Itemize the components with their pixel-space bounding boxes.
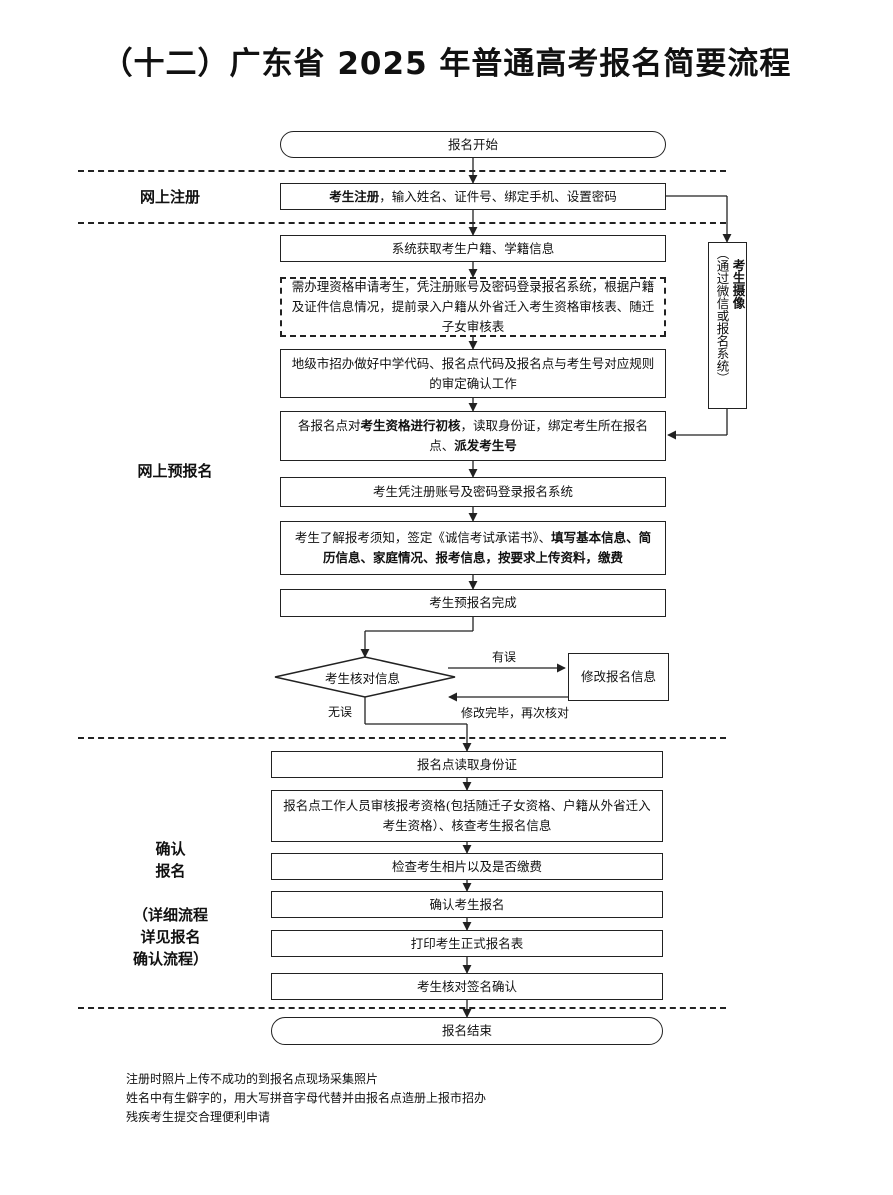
register-rest-text: ，输入姓名、证件号、绑定手机、设置密码 [379,188,617,204]
divider [78,170,726,172]
modify-info-step: 修改报名信息 [568,653,669,701]
init-check-bold: 派发考生号 [454,438,517,453]
sign-step: 考生核对签名确认 [271,973,663,1000]
init-check-part: 各报名点对 [297,418,361,433]
photo-side-bold: 考生摄像 [730,259,746,309]
confirm-step: 确认考生报名 [271,891,663,918]
footnote: 残疾考生提交合理便利申请 [126,1110,271,1124]
confirm-line: （详细流程 [132,906,208,924]
get-info-text: 系统获取考生户籍、学籍信息 [391,240,555,256]
start-label: 报名开始 [447,136,498,152]
has-error-label: 有误 [492,650,517,664]
register-step-text: 考生注册，输入姓名、证件号、绑定手机、设置密码 [329,187,617,207]
register-bold-text: 考生注册 [329,188,380,204]
start-node: 报名开始 [280,131,666,158]
city-office-step: 地级市招办做好中学代码、报名点代码及报名点与考生号对应规则的审定确认工作 [280,349,666,398]
login-text: 考生凭注册账号及密码登录报名系统 [372,484,573,499]
register-step: 考生注册，输入姓名、证件号、绑定手机、设置密码 [280,183,666,210]
divider [78,1007,726,1009]
print-step: 打印考生正式报名表 [271,930,663,957]
end-label: 报名结束 [441,1023,492,1038]
qualification-step: 需办理资格申请考生，凭注册账号及密码登录报名系统，根据户籍及证件信息情况，提前录… [280,277,666,337]
photo-fee-step: 检查考生相片以及是否缴费 [271,853,663,880]
photo-side-step: （通过微信或报名系统） 考生摄像 [708,242,747,409]
sign-text: 考生核对签名确认 [416,978,517,994]
init-check-part: ，读取身份证，绑定考生所在报名点、 [429,418,649,453]
verify-diamond-label: 考生核对信息 [325,671,401,686]
section-confirm: 确认 报名 （详细流程 详见报名 确认流程） [118,838,223,970]
qualification-text: 需办理资格申请考生，凭注册账号及密码登录报名系统，根据户籍及证件信息情况，提前录… [291,279,655,334]
confirm-text: 确认考生报名 [429,896,505,912]
footnote: 姓名中有生僻字的，用大写拼音字母代替并由报名点造册上报市招办 [126,1091,487,1105]
pre-done-step: 考生预报名完成 [280,589,666,617]
fill-info-bold: 填写基本信息、简历信息、家庭情况、报考信息，按要求上传资料，缴费 [322,530,652,565]
recheck-label: 修改完毕，再次核对 [461,706,570,720]
footnote: 注册时照片上传不成功的到报名点现场采集照片 [126,1072,379,1086]
confirm-line: 确认流程） [132,950,208,968]
confirm-line: 详见报名 [140,928,201,946]
print-text: 打印考生正式报名表 [410,935,524,951]
initial-check-text: 各报名点对考生资格进行初核，读取身份证，绑定考生所在报名点、派发考生号 [289,416,657,456]
init-check-bold: 考生资格进行初核 [360,418,461,433]
initial-check-step: 各报名点对考生资格进行初核，读取身份证，绑定考生所在报名点、派发考生号 [280,411,666,461]
confirm-line: 报名 [155,862,186,880]
pre-done-text: 考生预报名完成 [429,595,517,610]
login-step: 考生凭注册账号及密码登录报名系统 [280,477,666,507]
no-error-label: 无误 [328,705,353,719]
divider [78,737,726,739]
city-office-text: 地级市招办做好中学代码、报名点代码及报名点与考生号对应规则的审定确认工作 [291,355,655,391]
end-node: 报名结束 [271,1017,663,1045]
section-pre-register: 网上预报名 [137,462,213,480]
page-title: （十二）广东省 2025 年普通高考报名简要流程 [101,46,792,82]
fill-info-part: 考生了解报考须知，签定《诚信考试承诺书》、 [294,530,552,545]
review-step: 报名点工作人员审核报考资格(包括随迁子女资格、户籍从外省迁入考生资格）、核查考生… [271,790,663,842]
divider [78,222,726,224]
fill-info-text: 考生了解报考须知，签定《诚信考试承诺书》、填写基本信息、简历信息、家庭情况、报考… [289,528,657,568]
fill-info-step: 考生了解报考须知，签定《诚信考试承诺书》、填写基本信息、简历信息、家庭情况、报考… [280,521,666,575]
confirm-line: 确认 [155,840,186,858]
modify-info-text: 修改报名信息 [580,669,656,684]
get-info-step: 系统获取考生户籍、学籍信息 [280,235,666,262]
photo-fee-text: 检查考生相片以及是否缴费 [391,858,542,874]
section-register: 网上注册 [139,188,200,206]
footnotes: 注册时照片上传不成功的到报名点现场采集照片 姓名中有生僻字的，用大写拼音字母代替… [126,1070,486,1127]
read-id-text: 报名点读取身份证 [416,756,517,772]
photo-side-paren: （通过微信或报名系统） [714,247,730,385]
review-text: 报名点工作人员审核报考资格(包括随迁子女资格、户籍从外省迁入考生资格）、核查考生… [283,798,651,833]
read-id-step: 报名点读取身份证 [271,751,663,778]
